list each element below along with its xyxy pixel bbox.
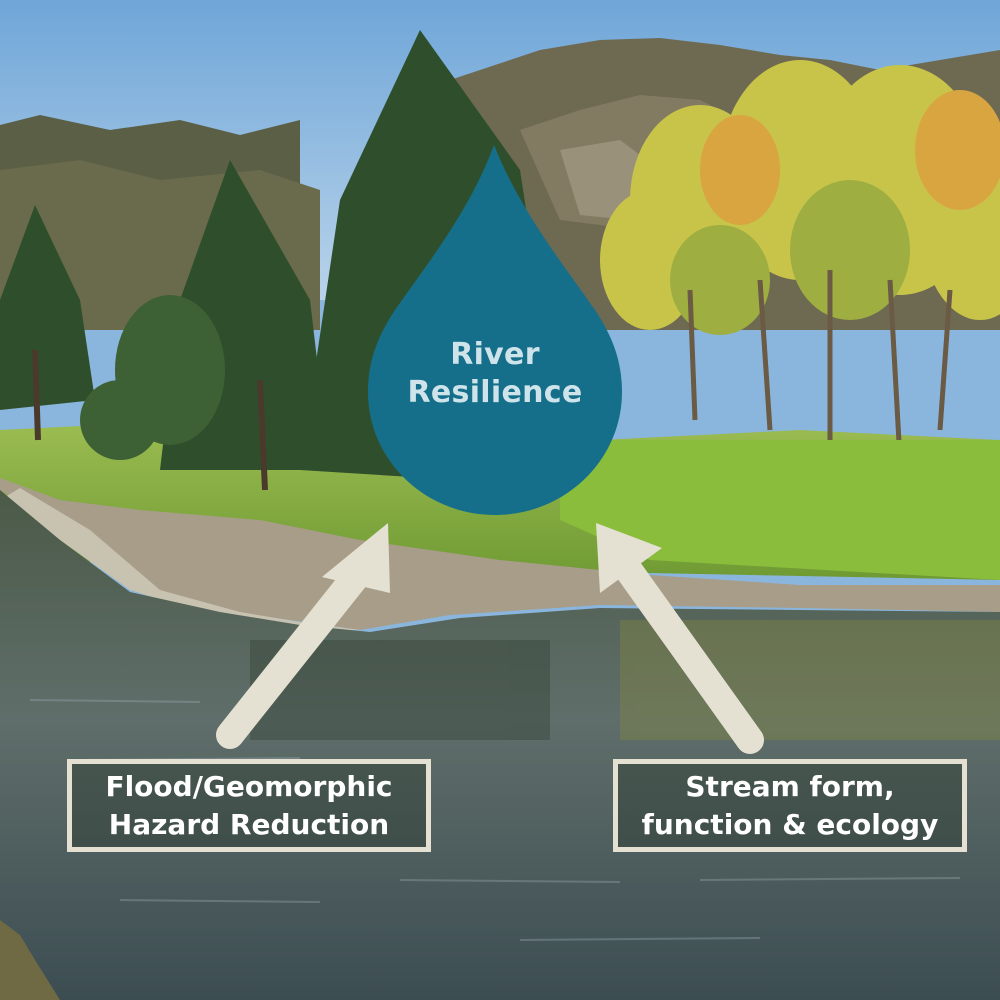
right-label-line1: Stream form, [685,769,895,803]
stream-form-label-box: Stream form, function & ecology [613,759,967,852]
drop-label-line1: River [450,337,540,372]
left-arrowhead [322,523,390,593]
water-drop-shape [368,145,622,515]
river-resilience-label: River Resilience [370,336,620,412]
flood-hazard-label-box: Flood/Geomorphic Hazard Reduction [67,759,431,852]
left-arrow-shaft [216,551,379,749]
left-label-line1: Flood/Geomorphic [105,769,393,803]
right-label-line2: function & ecology [641,807,939,841]
drop-label-line2: Resilience [407,375,583,410]
right-arrow-shaft [611,551,764,754]
left-label-line2: Hazard Reduction [108,807,390,841]
right-arrowhead [596,523,662,593]
